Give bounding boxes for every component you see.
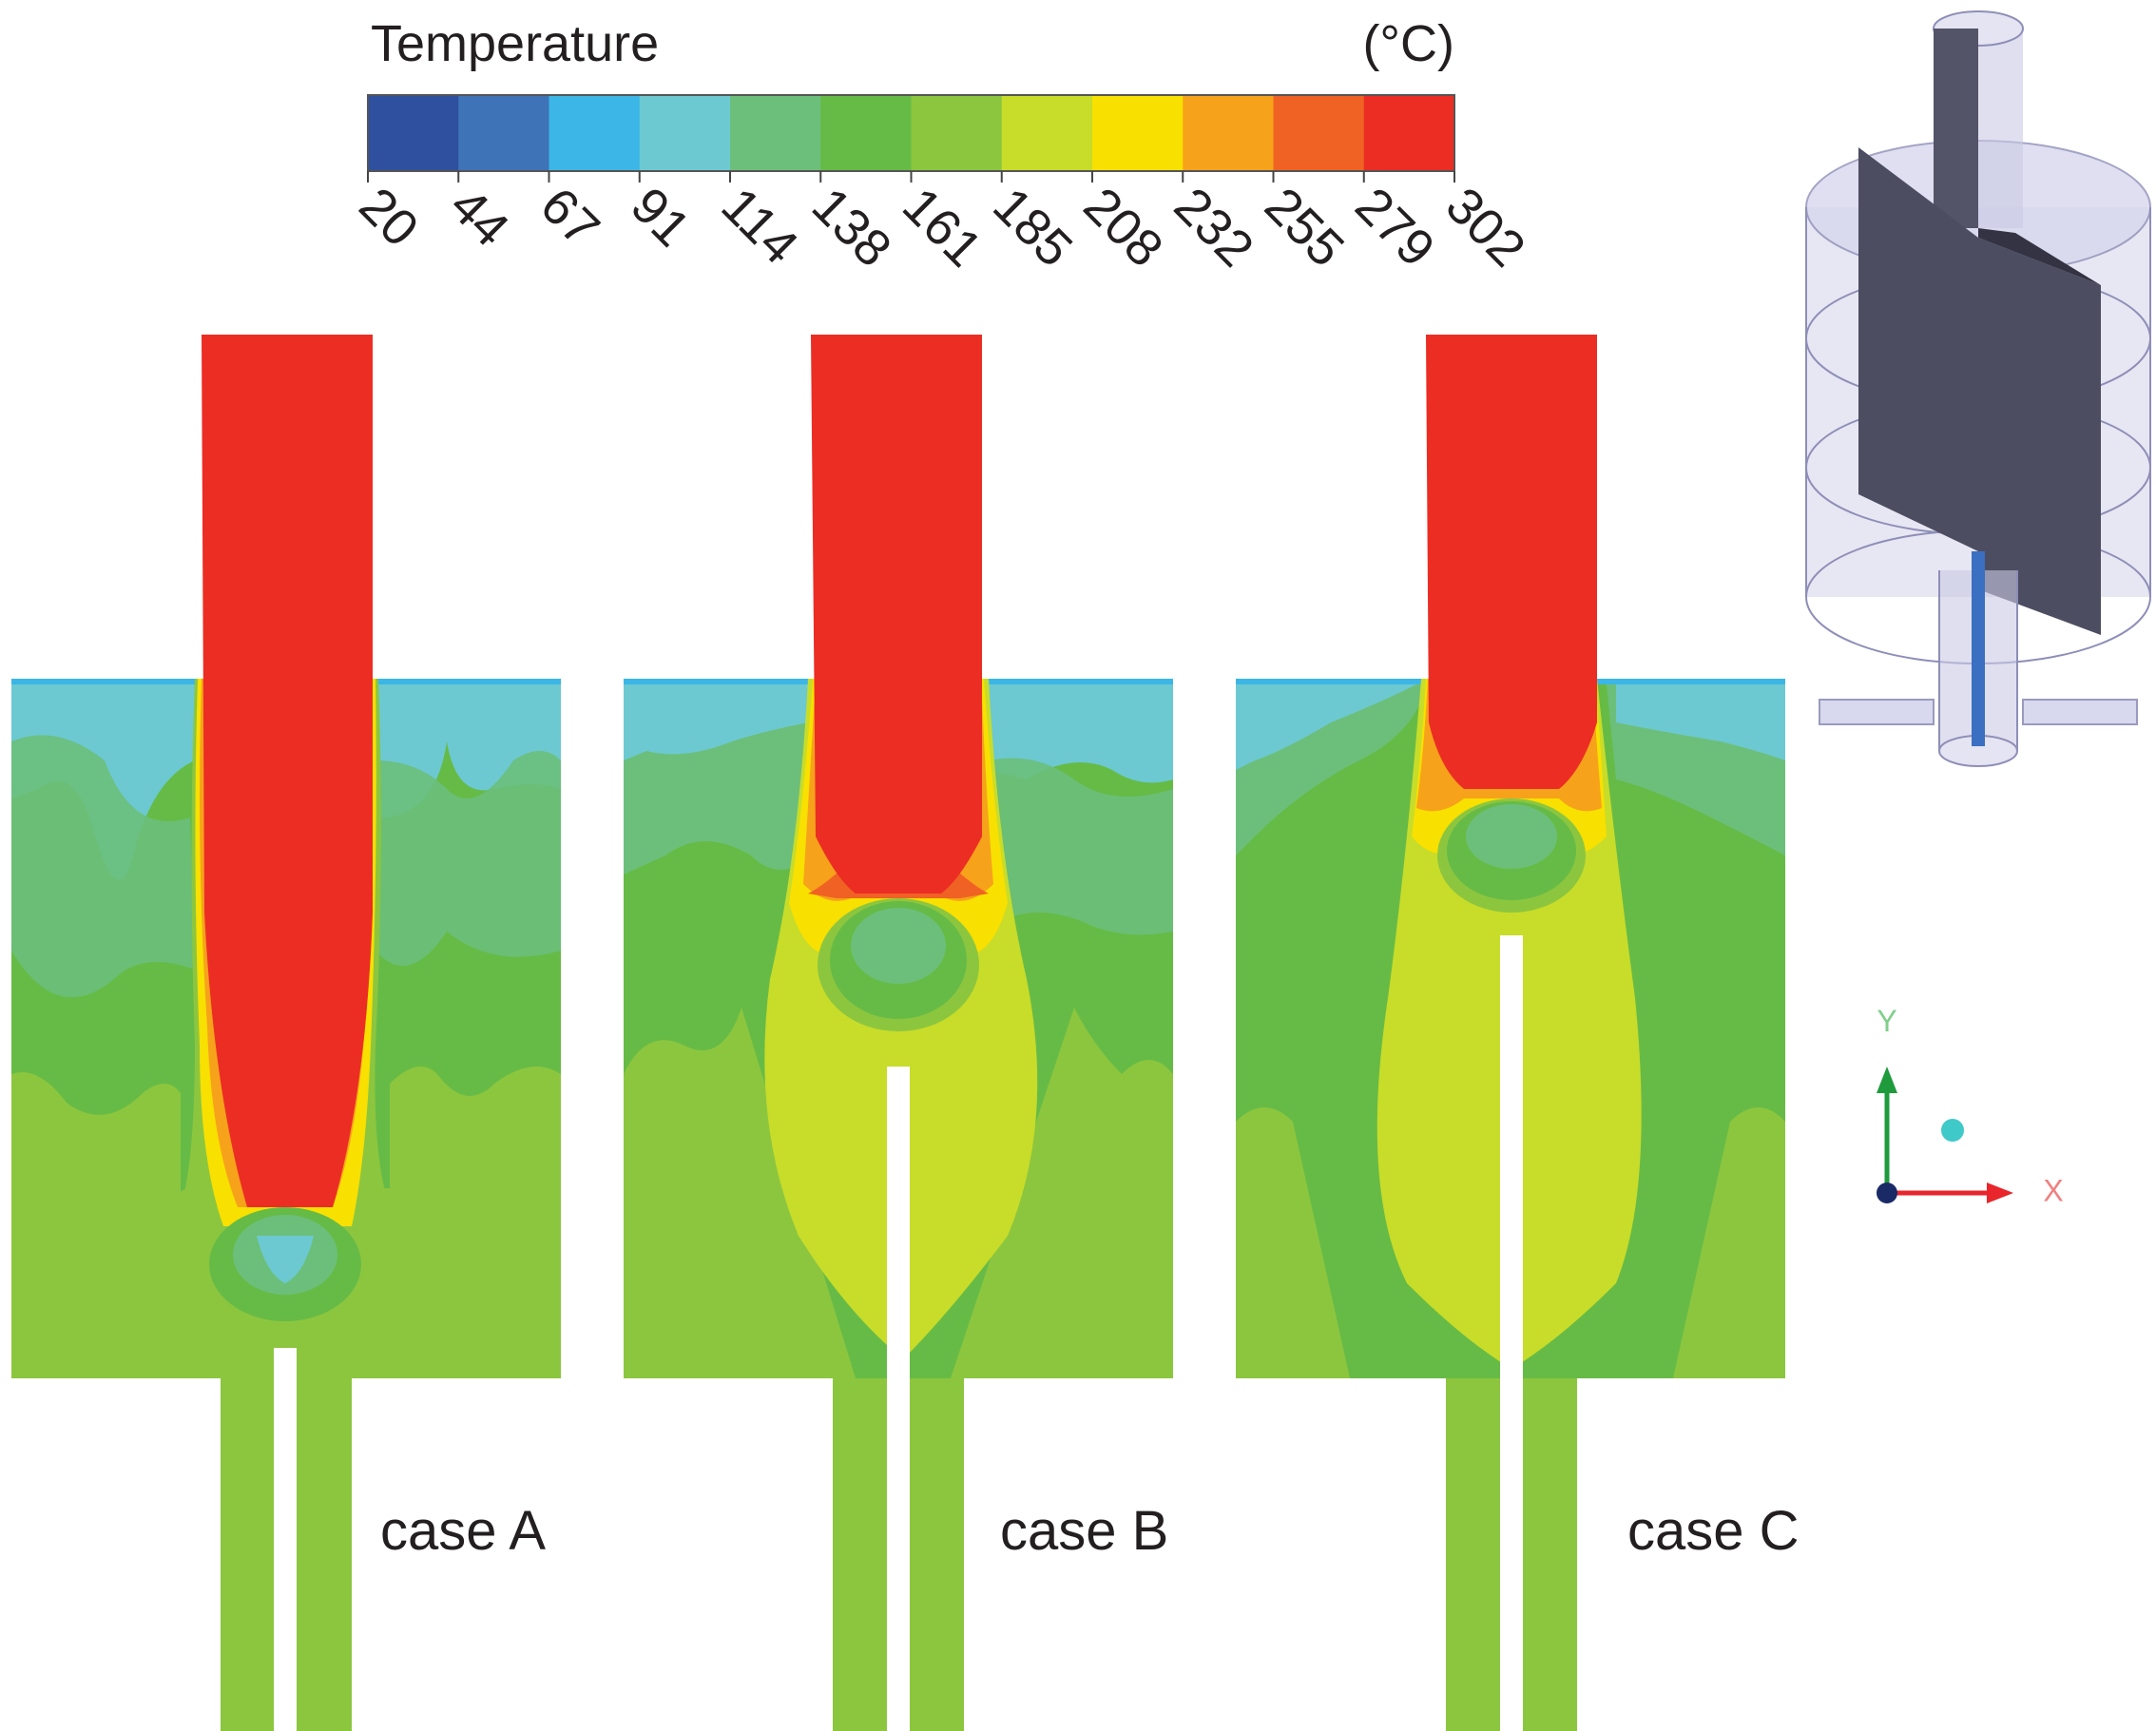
origin-dot	[1877, 1183, 1897, 1203]
legend-swatch	[730, 95, 821, 171]
legend-swatch	[639, 95, 731, 171]
case-b-panel: case B	[624, 335, 1173, 1731]
legend-tick-label: 67	[529, 177, 610, 258]
legend-tick-label: 20	[349, 177, 430, 258]
z-axis-dot	[1941, 1119, 1964, 1142]
legend-tick-label: 255	[1254, 177, 1355, 278]
x-axis-label: X	[2043, 1173, 2063, 1207]
legend-tick-label: 279	[1344, 177, 1445, 278]
legend-swatch	[1092, 95, 1184, 171]
case-c-label: case C	[1627, 1500, 1800, 1562]
legend-swatch	[820, 95, 912, 171]
legend-title: Temperature	[371, 15, 659, 72]
probe-rod	[1972, 551, 1985, 746]
case-a-hot-jet	[202, 335, 373, 1207]
legend-swatch	[911, 95, 1003, 171]
legend-tick-label: 138	[801, 177, 902, 278]
legend-tick-label: 161	[892, 177, 992, 278]
legend-tick-label: 185	[982, 177, 1083, 278]
cut-plane	[1858, 147, 2101, 635]
legend-tick-label: 208	[1073, 177, 1174, 278]
legend-swatch	[1183, 95, 1274, 171]
legend-swatch	[1001, 95, 1093, 171]
legend-swatch	[458, 95, 549, 171]
case-c-panel: case C	[1236, 335, 1800, 1731]
legend-tick-label: 302	[1435, 177, 1536, 278]
y-axis-label: Y	[1877, 1004, 1896, 1038]
legend-unit: (°C)	[1362, 15, 1454, 72]
legend-tick-label: 232	[1164, 177, 1264, 278]
legend-swatch	[368, 95, 459, 171]
legend-tick-label: 114	[711, 177, 809, 275]
legend-swatch	[1273, 95, 1365, 171]
case-a-label: case A	[380, 1500, 546, 1562]
case-b-label: case B	[1000, 1500, 1168, 1562]
legend-tick-label: 91	[620, 177, 701, 258]
legend-swatch	[1363, 95, 1455, 171]
case-c-probe	[1500, 935, 1523, 1731]
legend-color-bar	[367, 94, 1455, 172]
axis-triad: Y X	[1877, 1004, 2064, 1207]
case-b-probe	[887, 1067, 910, 1731]
legend-tick-label: 44	[439, 177, 520, 258]
case-b-hot-jet	[811, 335, 982, 894]
reactor-3d-geometry	[1805, 10, 2151, 767]
case-a-panel: case A	[11, 335, 561, 1731]
case-c-hot-jet	[1426, 335, 1597, 789]
case-a-probe	[274, 1348, 297, 1731]
legend-swatch	[549, 95, 641, 171]
